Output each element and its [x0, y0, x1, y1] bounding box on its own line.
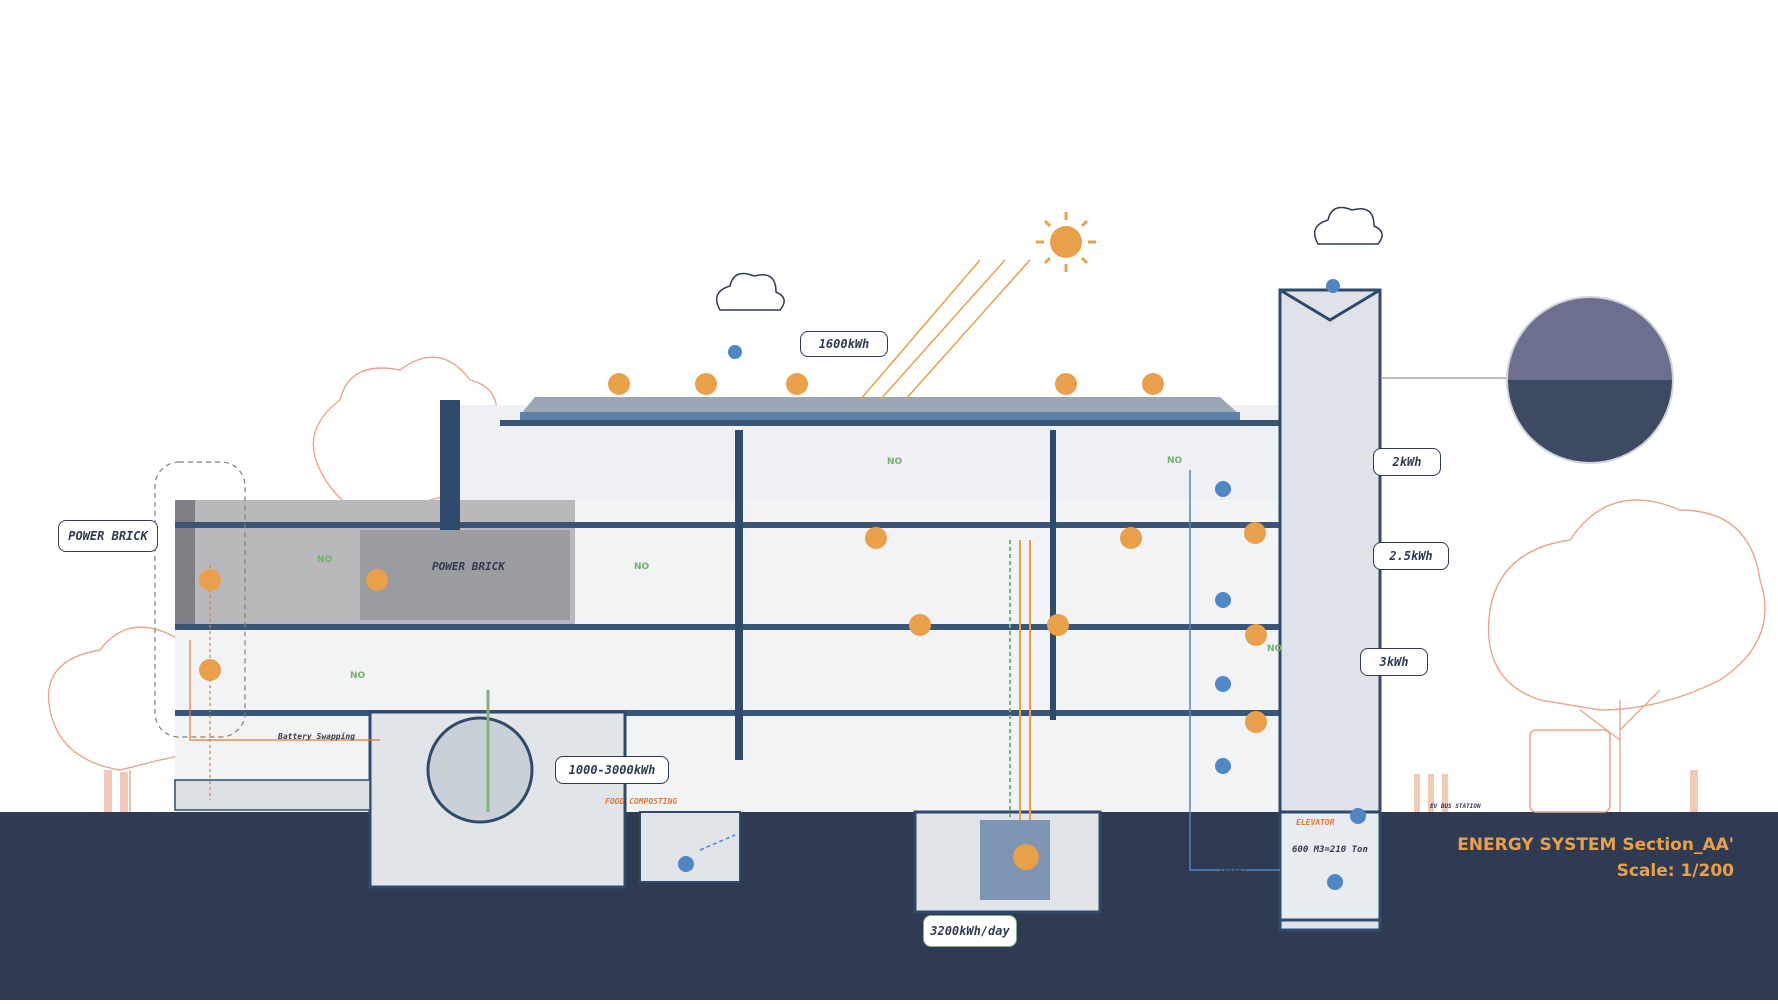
bolt-icon — [865, 527, 887, 549]
no-mark: NO — [634, 562, 650, 572]
no-mark: NO — [887, 457, 903, 467]
toilet-label: TOILET — [1219, 864, 1248, 873]
food-composting-label: FOOD COMPOSTING — [605, 797, 678, 806]
ev-bus-station-label: EV BUS STATION — [1430, 803, 1481, 810]
bolt-icon — [199, 659, 221, 681]
building — [174, 288, 1382, 932]
callout-battery-tank: 1000-3000kWh — [555, 756, 669, 784]
callout-geothermal: 3200kWh/day — [923, 915, 1017, 947]
energy-bolt-icons — [199, 373, 1267, 870]
cistern-label: 600 M3=210 Ton — [1292, 845, 1368, 855]
bolt-icon — [1142, 373, 1164, 395]
bolt-icon — [1245, 624, 1267, 646]
callout-wind-low: 3kWh — [1360, 648, 1428, 676]
no-mark: NO — [1167, 456, 1183, 466]
bolt-icon — [1047, 614, 1069, 636]
rain-cloud-icon-2 — [1313, 206, 1383, 245]
battery-tank — [426, 716, 534, 824]
bolt-icon — [608, 373, 630, 395]
rain-cloud-icon — [715, 206, 1383, 311]
bolt-icon — [1055, 373, 1077, 395]
inset-view-circle — [1506, 296, 1674, 464]
cistern — [1278, 810, 1382, 922]
tree-right — [1487, 499, 1766, 711]
battery-swapping-label: Battery Swapping — [278, 732, 356, 741]
power-brick-label: POWER BRICK — [432, 560, 505, 573]
water-drop-icon — [1326, 279, 1340, 293]
ev-bus — [1529, 729, 1611, 813]
bolt-icon — [1245, 711, 1267, 733]
bolt-icon — [695, 373, 717, 395]
bolt-icon — [1120, 527, 1142, 549]
water-drop-icon — [728, 345, 742, 359]
callout-wind-top: 2kWh — [1373, 448, 1441, 476]
callout-roof-solar: 1600kWh — [800, 331, 888, 357]
callout-power-brick: POWER BRICK — [58, 520, 158, 552]
no-mark: NO — [1267, 644, 1283, 654]
bolt-icon — [1013, 844, 1039, 870]
no-mark: NO — [350, 671, 366, 681]
bolt-icon — [199, 569, 221, 591]
water-icons — [678, 481, 1366, 890]
drawing-scale: Scale: 1/200 — [1616, 861, 1734, 881]
callout-wind-mid: 2.5kWh — [1373, 542, 1449, 570]
drawing-title: ENERGY SYSTEM Section_AA' — [1457, 835, 1734, 855]
elevator-label: ELEVATOR — [1296, 818, 1335, 827]
people-figures — [104, 770, 1698, 812]
sun-icon — [1036, 212, 1096, 272]
bolt-icon — [1244, 522, 1266, 544]
drawing-title-block: ENERGY SYSTEM Section_AA' Scale: 1/200 — [1457, 832, 1734, 884]
bolt-icon — [909, 614, 931, 636]
ground — [0, 812, 1778, 1000]
bolt-icon — [786, 373, 808, 395]
no-mark: NO — [317, 555, 333, 565]
energy-pipes — [154, 259, 1515, 871]
bolt-icon — [366, 569, 388, 591]
